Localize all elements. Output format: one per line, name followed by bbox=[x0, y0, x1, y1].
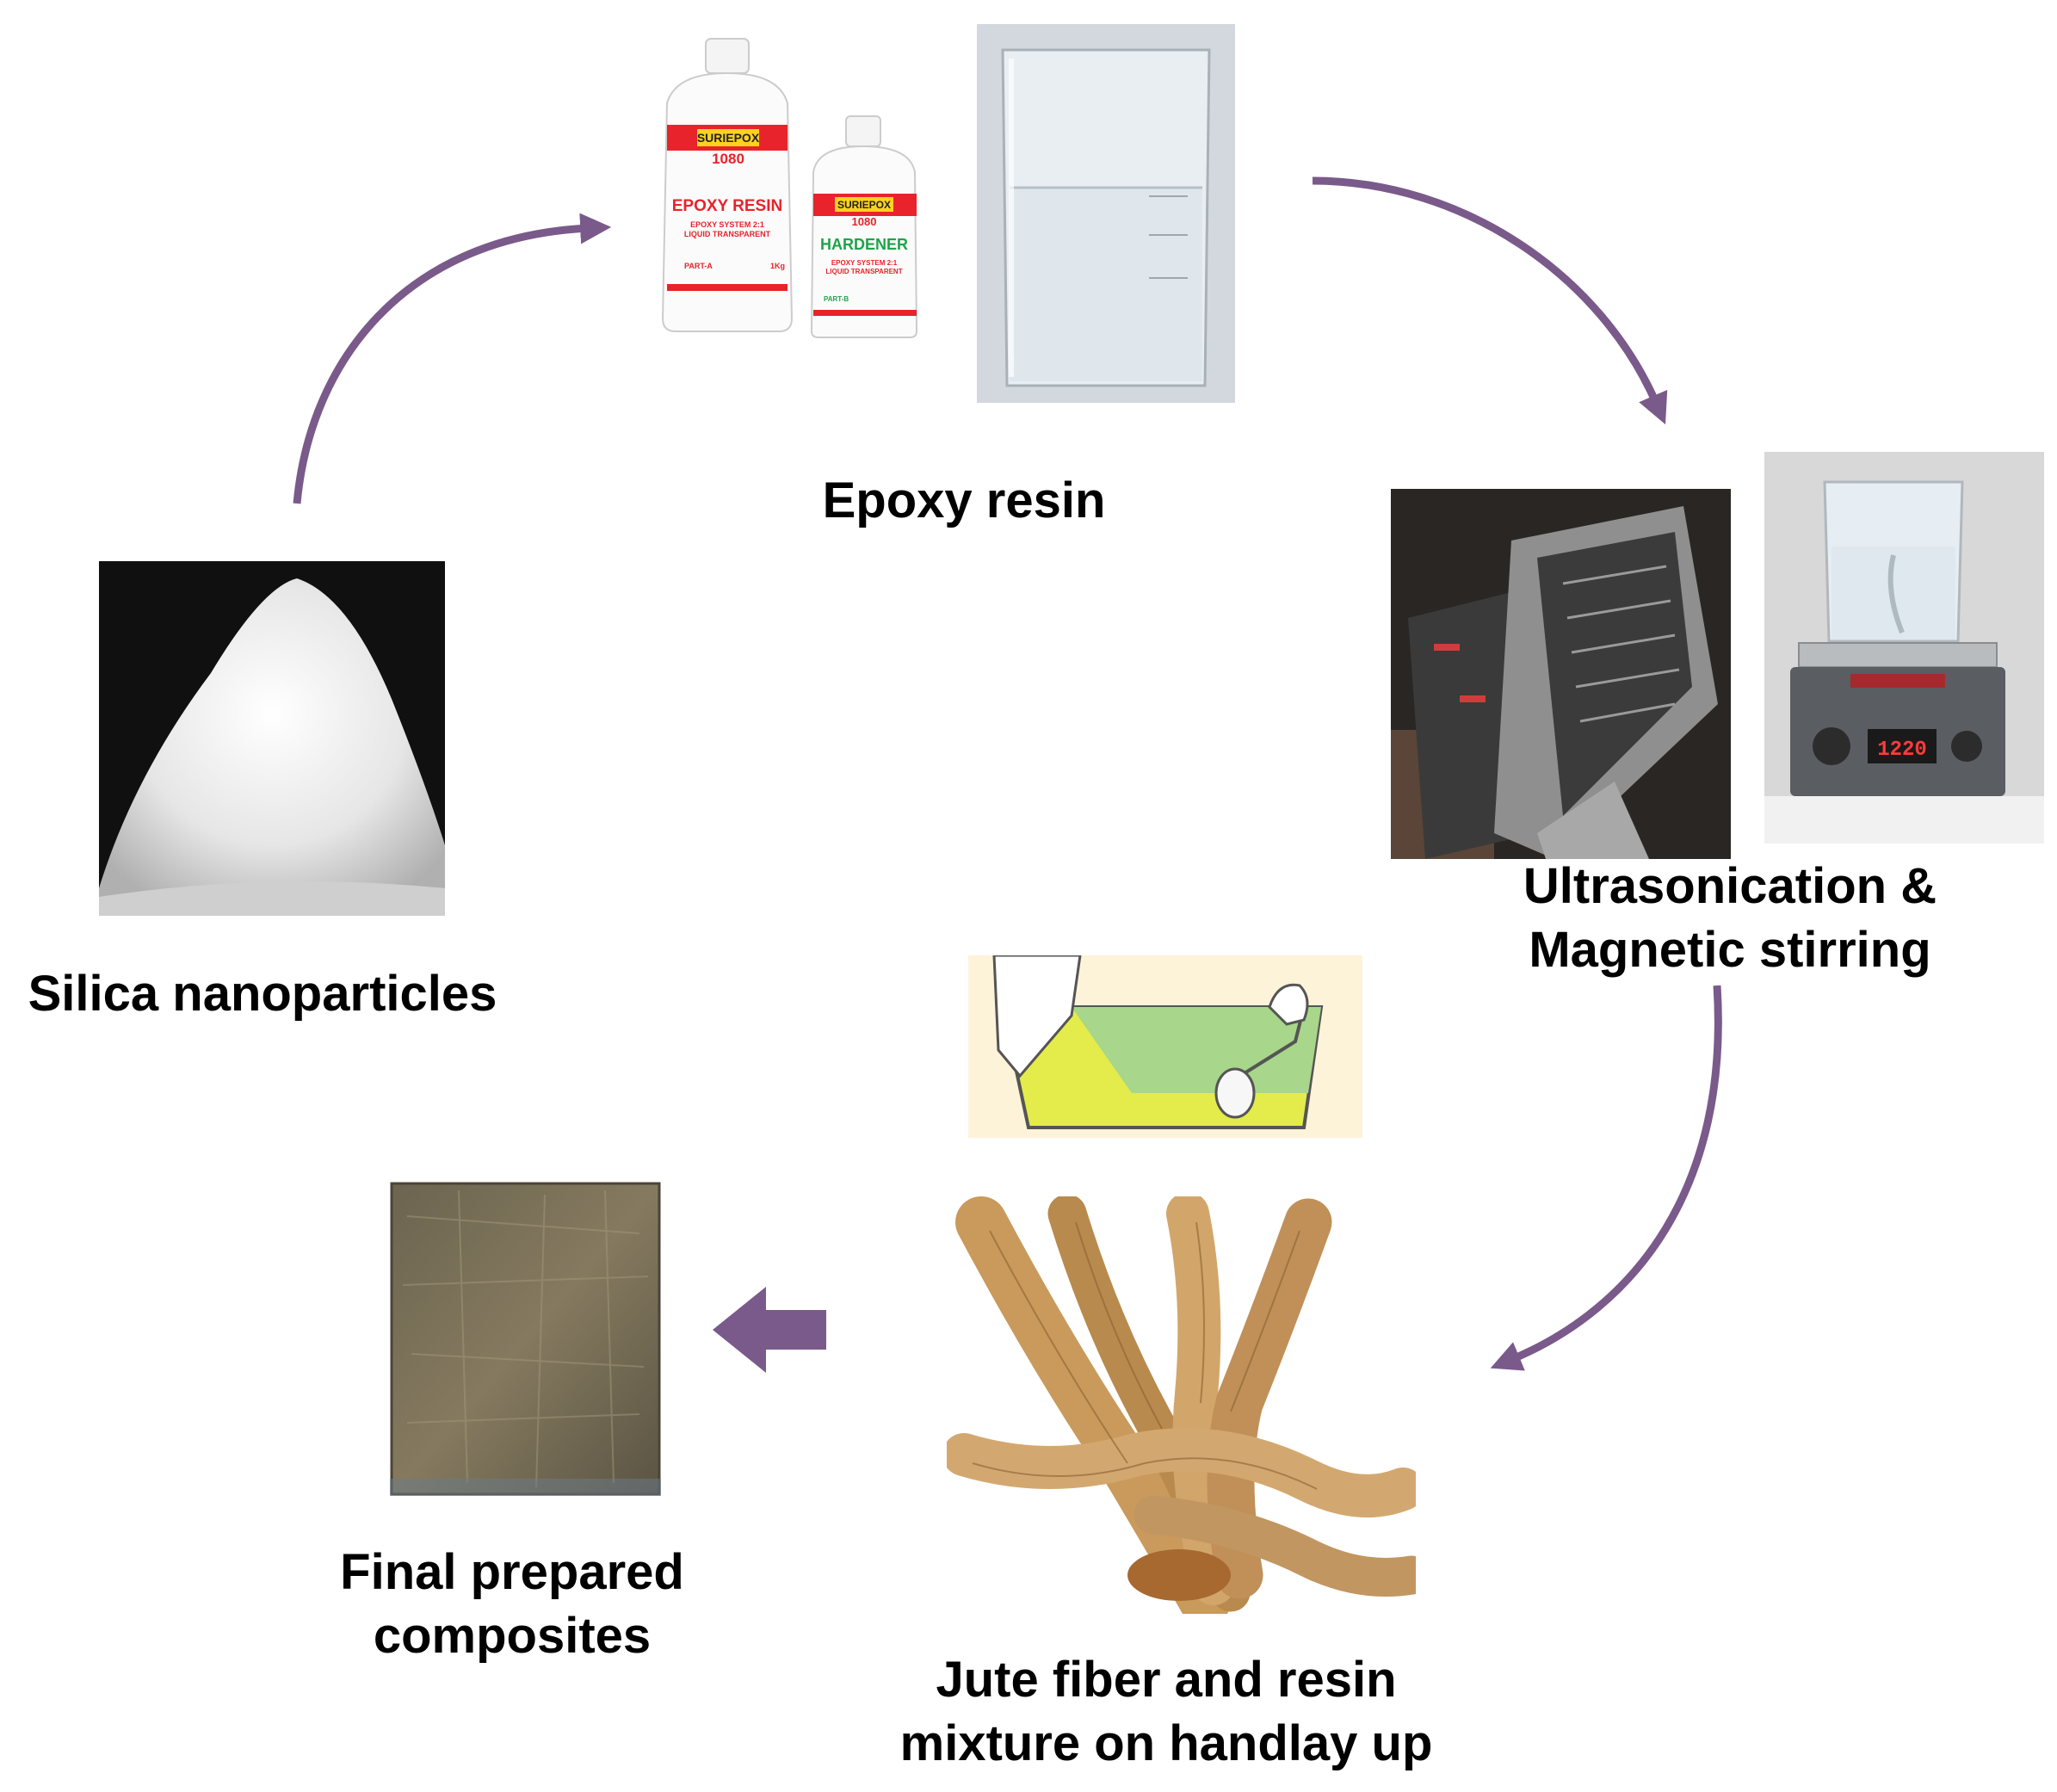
jute-fiber-photo bbox=[947, 1196, 1416, 1614]
hardener-sub1: EPOXY SYSTEM 2:1 bbox=[831, 259, 898, 267]
bottle-weight: 1Kg bbox=[770, 262, 785, 270]
handlay-tray-illustration bbox=[968, 955, 1362, 1138]
label-epoxy-resin: Epoxy resin bbox=[775, 469, 1153, 533]
label-silica-nanoparticles: Silica nanoparticles bbox=[4, 962, 521, 1026]
hardener-sub2: LIQUID TRANSPARENT bbox=[825, 268, 902, 275]
bottle-resin-sub2: LIQUID TRANSPARENT bbox=[684, 230, 771, 238]
beaker-photo bbox=[977, 24, 1235, 403]
hardener-title: HARDENER bbox=[820, 236, 908, 253]
composite-panel-photo bbox=[390, 1182, 661, 1496]
label-jute-handlay: Jute fiber and resin mixture on handlay … bbox=[861, 1648, 1472, 1776]
label-final-composites: Final prepared composites bbox=[310, 1541, 714, 1668]
label-silica-text: Silica nanoparticles bbox=[28, 966, 497, 1022]
label-jute-line2: mixture on handlay up bbox=[899, 1715, 1433, 1771]
arrow-epoxy-to-ultrasonication bbox=[1312, 176, 1668, 425]
silica-powder-photo bbox=[99, 561, 445, 916]
hardener-part-b: PART-B bbox=[824, 295, 849, 303]
bottle-brand: SURIEPOX bbox=[697, 131, 760, 145]
ultrasonicator-photo bbox=[1391, 489, 1731, 859]
arrow-jute-to-final bbox=[713, 1287, 826, 1373]
arrow-silica-to-epoxy bbox=[293, 213, 612, 504]
epoxy-bottles-photo: SURIEPOX 1080 EPOXY RESIN EPOXY SYSTEM 2… bbox=[661, 38, 918, 338]
bottle-resin-title: EPOXY RESIN bbox=[672, 197, 782, 215]
label-ultrasonication-line2: Magnetic stirring bbox=[1529, 922, 1931, 978]
bottle-resin-sub1: EPOXY SYSTEM 2:1 bbox=[690, 220, 764, 229]
stirrer-display: 1220 bbox=[1877, 738, 1927, 762]
label-epoxy-resin-text: Epoxy resin bbox=[822, 473, 1106, 528]
label-ultrasonication-stirring: Ultrasonication & Magnetic stirring bbox=[1480, 855, 1980, 982]
bottle-code: 1080 bbox=[712, 151, 744, 167]
hardener-brand: SURIEPOX bbox=[837, 199, 891, 211]
label-final-line1: Final prepared bbox=[340, 1544, 684, 1600]
label-jute-line1: Jute fiber and resin bbox=[936, 1652, 1397, 1708]
magnetic-stirrer-photo: 1220 bbox=[1764, 452, 2044, 843]
hardener-code: 1080 bbox=[852, 215, 877, 228]
label-final-line2: composites bbox=[373, 1608, 652, 1664]
bottle-part-a: PART-A bbox=[684, 262, 713, 270]
label-ultrasonication-line1: Ultrasonication & bbox=[1523, 858, 1937, 914]
arrow-stirring-to-jute bbox=[1490, 985, 1722, 1371]
